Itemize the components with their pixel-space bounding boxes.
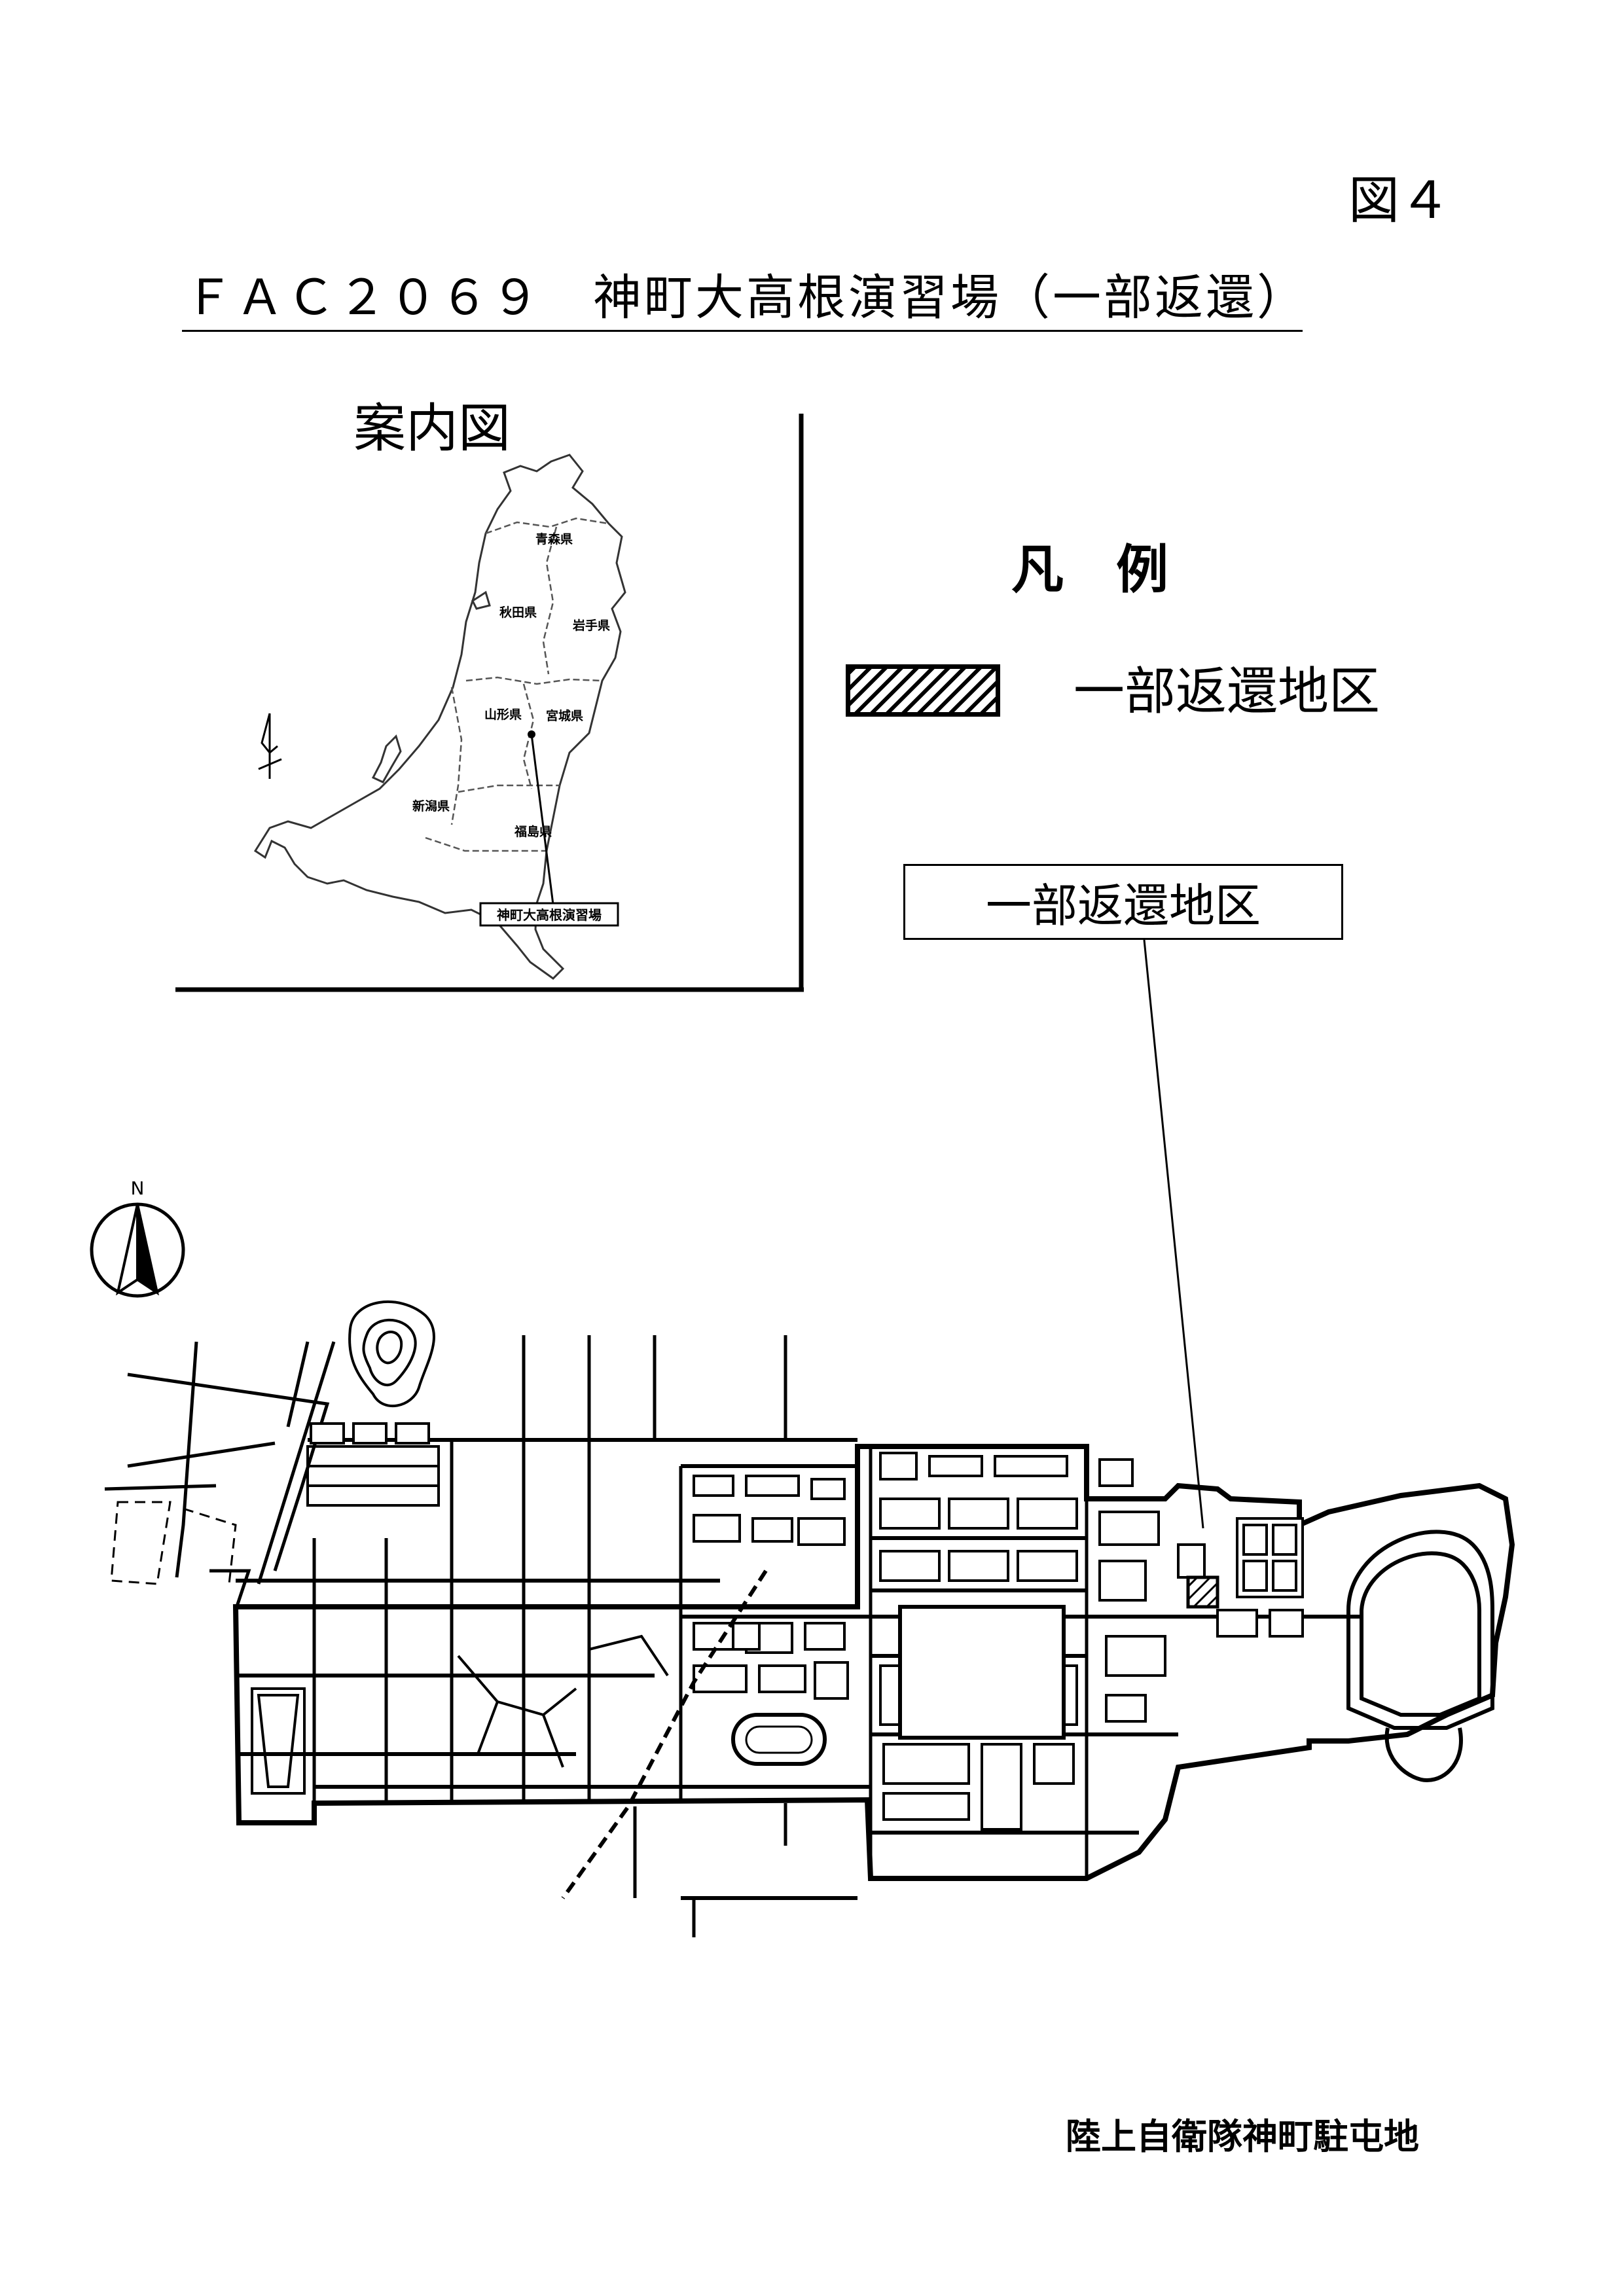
figure-label: 図４: [1348, 171, 1451, 230]
railway-line: [561, 1570, 768, 1899]
title-underline: [182, 330, 1303, 332]
running-track-inner: [745, 1725, 813, 1754]
road-network-west: [104, 1341, 336, 1611]
barracks-rows: [306, 1445, 440, 1507]
partial-return-area: [1186, 1575, 1219, 1609]
sado-island: [371, 734, 402, 783]
label-yamagata: 山形県: [484, 708, 522, 722]
label-fukushima: 福島県: [514, 824, 552, 839]
road-network-vertical: [312, 1335, 1089, 1898]
north-compass-icon: N: [90, 1177, 185, 1298]
dashed-boundary-west: [110, 1501, 237, 1585]
label-iwate: 岩手県: [572, 618, 610, 633]
facility-outer-boundary: [232, 1444, 1515, 1881]
legend-heading: 凡 例: [1011, 539, 1168, 600]
tohoku-outline: [253, 454, 626, 980]
building-blocks: [310, 1422, 1206, 1831]
callout-leader-line: [1143, 939, 1204, 1529]
north-label: N: [131, 1177, 145, 1199]
contour-hill: [348, 1300, 435, 1407]
label-akita: 秋田県: [499, 605, 537, 620]
internal-roads: [457, 1634, 669, 1768]
legend-hatch-swatch: [846, 664, 1000, 717]
organization-name: 陸上自衛隊神町駐屯地: [1066, 2116, 1419, 2157]
inset-map-title: 案内図: [353, 398, 511, 459]
inset-map: 青森県 秋田県 岩手県 山形県 宮城県 新潟県 福島県 神町大高根演習場: [175, 414, 804, 992]
site-plan-map: N: [90, 939, 1515, 1937]
label-aomori: 青森県: [535, 531, 573, 547]
facility-label: 神町大高根演習場: [497, 907, 602, 923]
page-title: ＦＡＣ２０６９ 神町大高根演習場（一部返還）: [185, 270, 1308, 326]
parade-ground: [898, 1605, 1066, 1740]
callout-label: 一部返還地区: [986, 878, 1261, 933]
legend-item-label: 一部返還地区: [1074, 662, 1380, 721]
east-arena: [1346, 1530, 1494, 1783]
oga-peninsula: [471, 590, 491, 610]
label-miyagi: 宮城県: [546, 708, 583, 723]
pyramid-structure: [251, 1687, 306, 1795]
label-niigata: 新潟県: [412, 798, 450, 814]
facility-label-box: [479, 902, 619, 927]
inset-north-arrow-icon: [258, 713, 282, 779]
callout-box: 一部返還地区: [903, 864, 1343, 940]
road-network-south: [692, 1896, 857, 1937]
east-building-complex: [1216, 1517, 1304, 1638]
facility-leader-line: [530, 734, 554, 905]
